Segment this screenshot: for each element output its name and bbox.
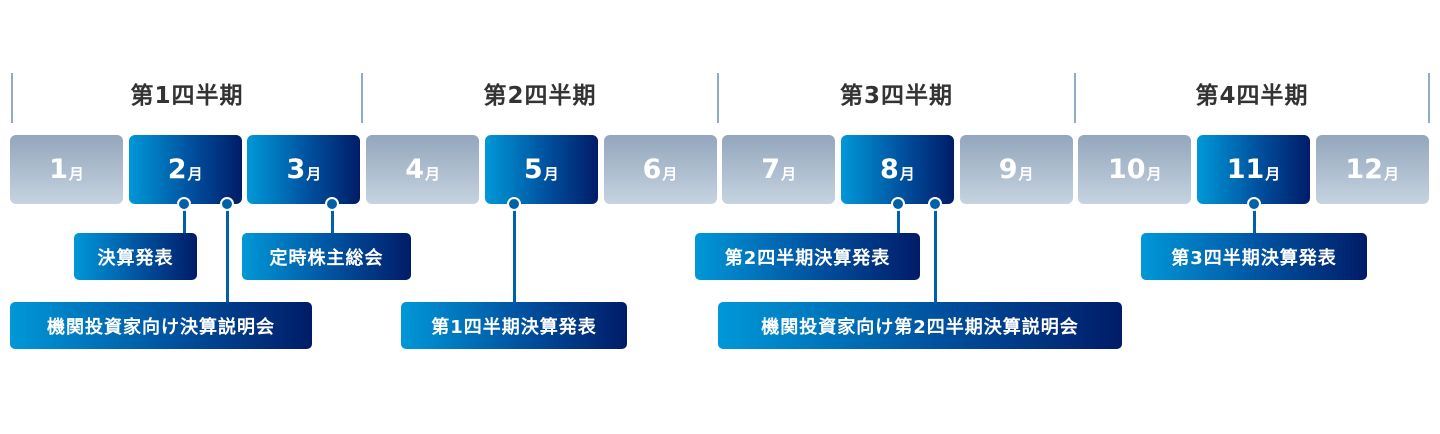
event-q2-earnings-release: 第2四半期決算発表 [695,233,920,280]
quarter-label-q3: 第3四半期 [839,83,953,109]
month-number: 7 [761,154,781,185]
month-number: 1 [49,154,68,185]
month-number: 4 [405,154,424,185]
month-number: 6 [642,154,662,185]
month-unit: 月 [187,165,203,183]
event-investor-briefing: 機関投資家向け決算説明会 [10,302,312,349]
event-shareholders-meeting: 定時株主総会 [242,233,411,280]
connector-line [934,204,937,303]
month-unit: 月 [424,165,440,183]
connector-line [226,204,229,303]
connector-line [331,204,334,234]
month-number: 9 [998,154,1018,185]
month-unit: 月 [1383,165,1399,183]
month-number: 5 [523,154,543,185]
connector-dot [928,197,942,211]
month-unit: 月 [1146,165,1162,183]
quarter-separator [1428,73,1430,123]
connector-dot [325,197,339,211]
quarter-label-q2: 第2四半期 [483,83,597,109]
connector-dot [220,197,234,211]
month-unit: 月 [662,165,678,183]
month-unit: 月 [1018,165,1034,183]
month-unit: 月 [899,165,915,183]
connector-dot [1247,197,1261,211]
connector-dot [891,197,905,211]
month-number: 12 [1345,154,1383,185]
quarter-separator [1074,73,1076,123]
connector-line [1253,204,1256,234]
month-unit: 月 [68,165,84,183]
month-unit: 月 [543,165,559,183]
connector-dot [507,197,521,211]
month-number: 8 [879,154,899,185]
quarter-separator [717,73,719,123]
event-earnings-release: 決算発表 [74,233,197,280]
event-q2-investor-briefing: 機関投資家向け第2四半期決算説明会 [718,302,1122,349]
month-unit: 月 [781,165,797,183]
event-q1-earnings-release: 第1四半期決算発表 [401,302,627,349]
connector-line [513,204,516,303]
quarter-separator [361,73,363,123]
month-number: 10 [1108,154,1146,185]
connector-line [897,204,900,234]
connector-dot [177,197,191,211]
month-number: 2 [167,154,187,185]
quarter-label-q1: 第1四半期 [130,83,244,109]
month-unit: 月 [306,165,322,183]
month-number: 11 [1226,154,1265,185]
month-unit: 月 [1265,165,1281,183]
quarter-separator [11,73,13,123]
event-q3-earnings-release: 第3四半期決算発表 [1141,233,1367,280]
quarter-label-q4: 第4四半期 [1195,83,1309,109]
month-number: 3 [286,154,306,185]
connector-line [183,204,186,234]
